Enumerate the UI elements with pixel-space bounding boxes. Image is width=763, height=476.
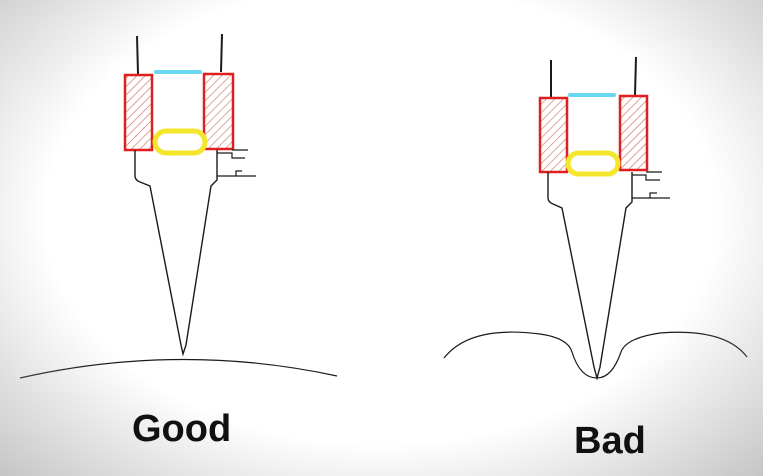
good-right-wire: [220, 33, 223, 73]
good-left-wire: [136, 35, 139, 75]
good-probe-diagram: [19, 33, 338, 379]
bad-right-coil: [618, 94, 649, 172]
bad-probe-body: [547, 172, 633, 381]
caption-good: Good: [132, 408, 232, 450]
caption-bad: Bad: [574, 420, 646, 462]
bad-ring: [565, 150, 621, 177]
bad-probe-diagram: [443, 56, 748, 381]
bad-left-coil: [538, 96, 569, 174]
bad-right-wire: [634, 56, 637, 96]
good-surface-line: [19, 358, 338, 379]
good-left-coil: [123, 73, 154, 152]
good-ring: [152, 128, 208, 156]
good-side-connector: [217, 149, 256, 177]
good-probe-body: [134, 150, 218, 357]
good-right-coil: [202, 72, 235, 151]
bad-side-connector: [632, 171, 670, 199]
